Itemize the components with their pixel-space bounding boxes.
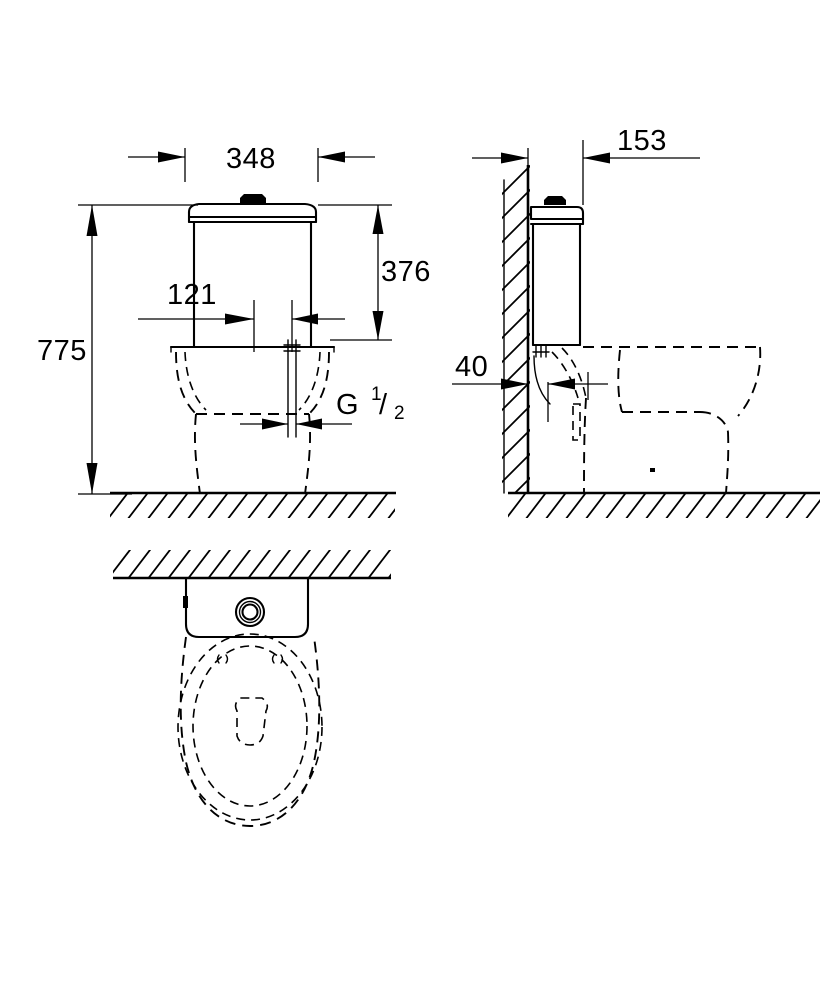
dimension-inlet-offset-121: 121 [138, 279, 345, 352]
side-elevation-view: 153 [452, 125, 820, 518]
dimension-depth-153: 153 [472, 125, 700, 205]
front-elevation-view: 348 775 376 [37, 143, 431, 518]
plan-view [113, 550, 391, 827]
front-bowl [169, 345, 336, 495]
dim-label-376: 376 [381, 256, 431, 288]
plan-wall [113, 550, 391, 580]
dim-label-thread-slash: / [379, 389, 388, 421]
dim-label-thread-denominator: 2 [394, 403, 405, 424]
dim-label-thread-numerator: 1 [371, 384, 382, 405]
side-floor [508, 491, 820, 518]
dimension-thread-g-half: G 1 / 2 [240, 384, 405, 430]
plan-bowl-outline [179, 636, 321, 827]
dim-label-153: 153 [617, 125, 667, 157]
side-inlet-connector [532, 344, 587, 405]
side-mounting-slot [572, 403, 581, 441]
side-cistern [529, 196, 585, 347]
dim-label-thread-g: G [336, 389, 359, 421]
plan-flush-button [234, 596, 266, 628]
dim-label-775: 775 [37, 335, 87, 367]
plan-bowl-rim-inner [177, 633, 323, 821]
front-inlet-pipe [283, 339, 301, 438]
dimension-height-775: 775 [37, 204, 198, 495]
dimension-wall-gap-40: 40 [452, 351, 608, 422]
plan-seat-fixing-holes [216, 654, 284, 664]
dimension-width-348: 348 [128, 143, 375, 182]
front-floor [110, 491, 396, 518]
dim-label-121: 121 [167, 279, 217, 311]
dimension-cistern-height-376: 376 [318, 204, 431, 341]
plan-cistern [183, 576, 310, 639]
side-wall-section [502, 164, 530, 494]
dim-label-348: 348 [226, 143, 276, 175]
plan-outlet-opening [234, 697, 269, 746]
side-bowl [583, 346, 762, 494]
dim-label-40: 40 [455, 351, 488, 383]
front-cistern [187, 194, 318, 348]
